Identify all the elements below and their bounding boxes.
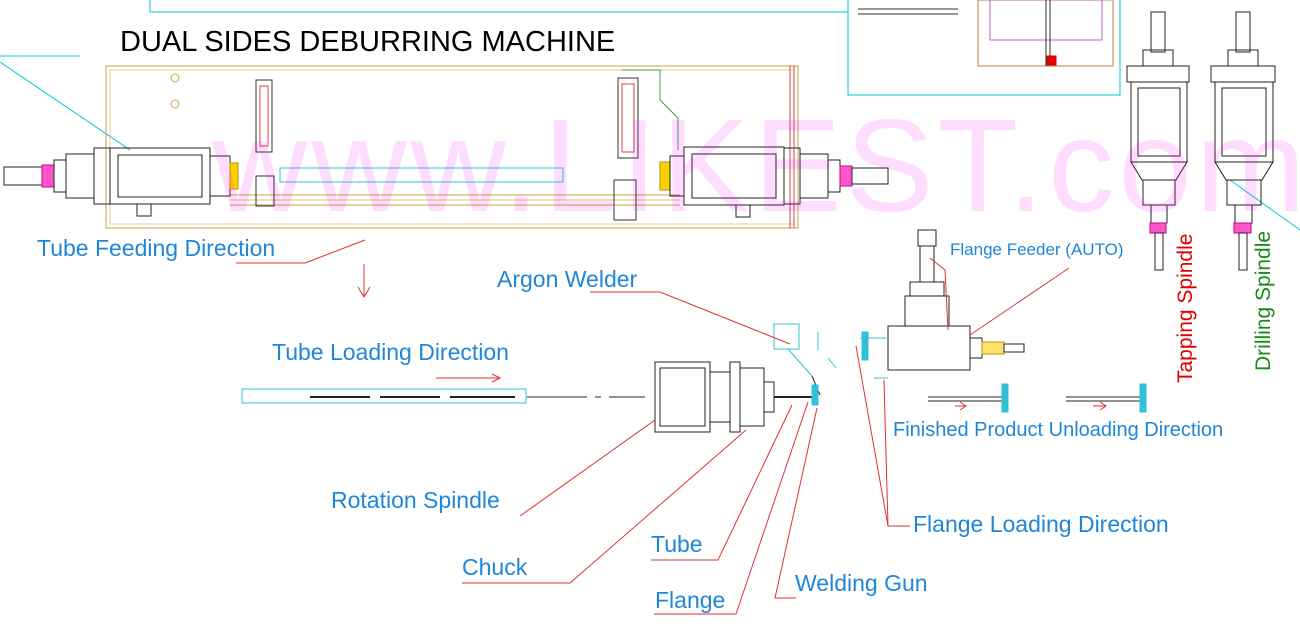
label-argon-welder: Argon Welder <box>497 266 638 292</box>
left-spindle-head <box>3 147 239 217</box>
label-flange-loading-direction: Flange Loading Direction <box>913 511 1169 537</box>
label-finished-product-unloading-direction: Finished Product Unloading Direction <box>893 419 1224 441</box>
label-tube-loading-direction: Tube Loading Direction <box>272 339 509 365</box>
top-fixture <box>858 0 1114 67</box>
drilling-spindle-assembly <box>1210 11 1276 271</box>
label-flange-feeder-auto: Flange Feeder (AUTO) <box>950 240 1124 259</box>
label-tapping-spindle: Tapping Spindle <box>1174 233 1197 383</box>
label-welding-gun: Welding Gun <box>795 570 928 596</box>
finished-products <box>928 383 1147 413</box>
rotation-spindle-unit <box>654 361 812 433</box>
label-tube-feeding-direction: Tube Feeding Direction <box>37 235 276 261</box>
label-drilling-spindle: Drilling Spindle <box>1252 230 1275 371</box>
flange-feeder-unit <box>860 229 1025 371</box>
leader-lines <box>236 239 1070 615</box>
inner-clamp-stacks <box>255 77 639 221</box>
tube-loading-rail <box>241 388 645 404</box>
diagram-title: DUAL SIDES DEBURRING MACHINE <box>120 26 616 58</box>
cyan-layout-lines <box>0 0 1300 231</box>
label-chuck: Chuck <box>462 554 528 580</box>
argon-welder-unit <box>773 323 837 406</box>
direction-arrows <box>357 264 1107 411</box>
label-flange: Flange <box>655 587 726 613</box>
label-tube: Tube <box>651 531 703 557</box>
label-rotation-spindle: Rotation Spindle <box>331 487 500 513</box>
deburring-machine-frame <box>105 65 799 229</box>
tapping-spindle-assembly <box>1126 11 1190 271</box>
right-spindle-head <box>659 146 889 218</box>
watermark: www.LIKEST.com <box>212 92 1300 239</box>
